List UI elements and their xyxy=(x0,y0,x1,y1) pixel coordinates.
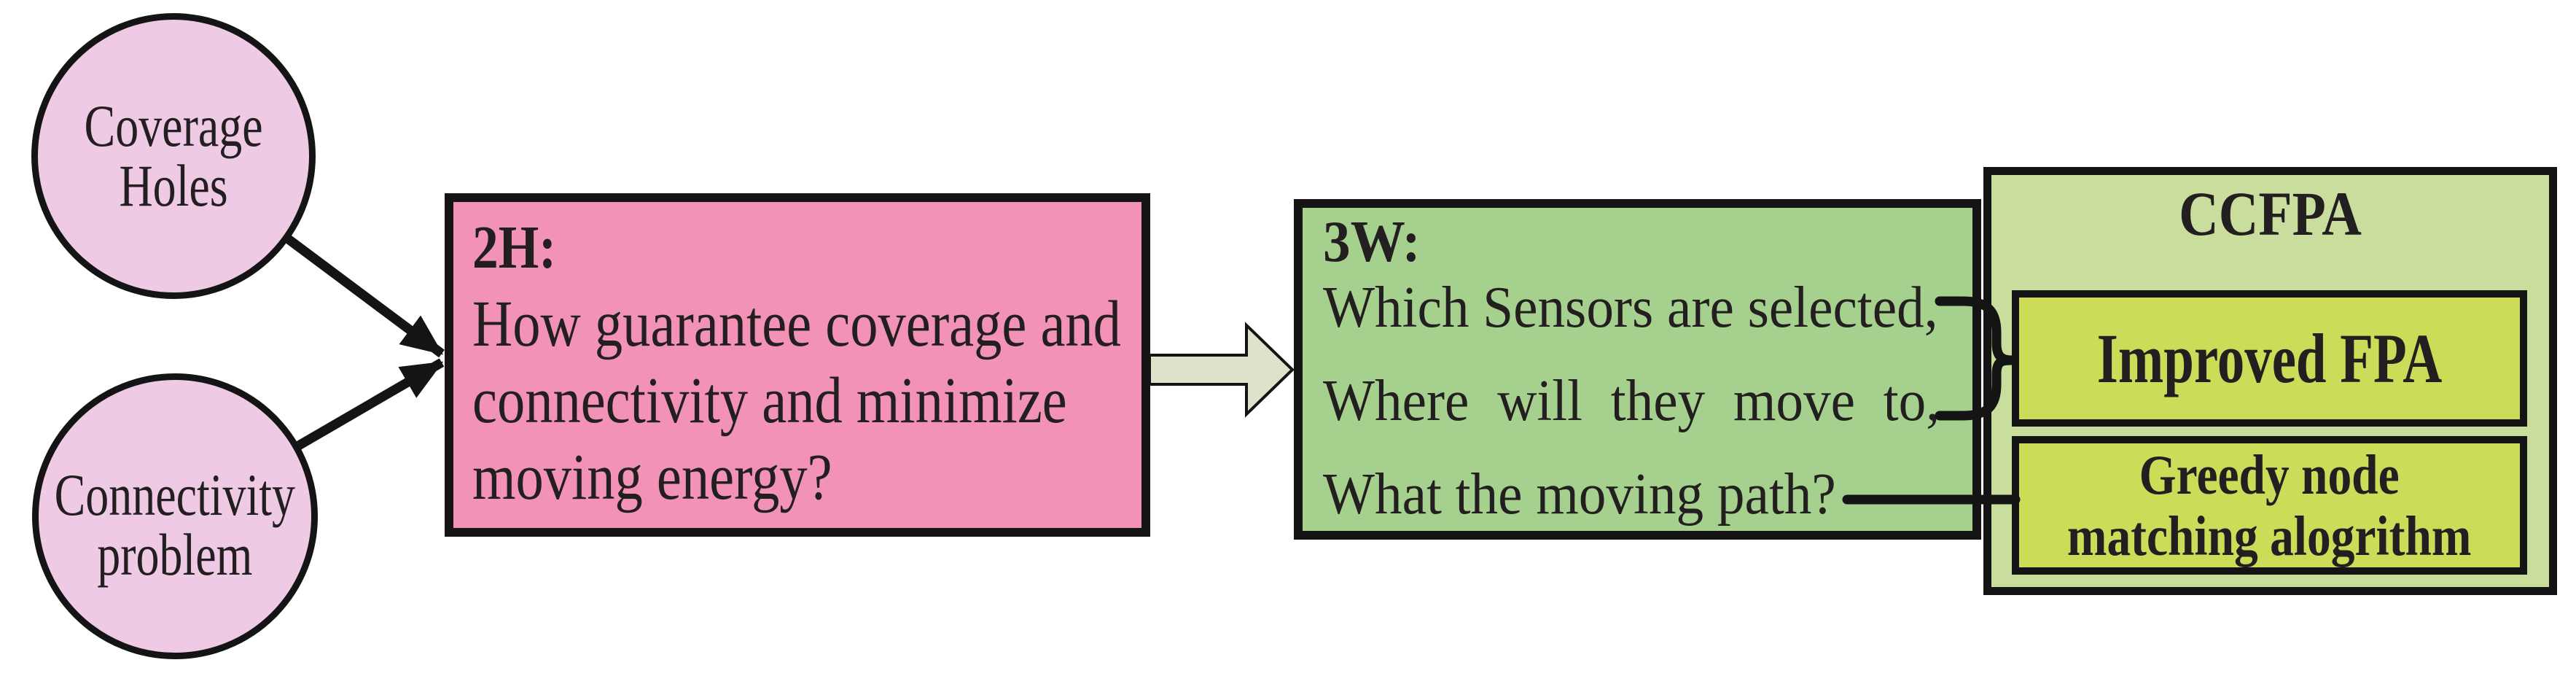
improved-fpa-label: Improved FPA xyxy=(2096,319,2443,397)
problem-box-heading: 2H: xyxy=(472,214,557,281)
flow-arrow xyxy=(1148,322,1295,418)
questions-box-heading: 3W: xyxy=(1323,210,1421,274)
questions-box-3w xyxy=(1294,199,1981,540)
connectivity-problem-label: Connectivity problem xyxy=(54,462,296,588)
connectivity-arrow xyxy=(294,358,445,451)
greedy-matching-box: Greedy node matching alogrithm xyxy=(2012,436,2527,575)
problem-box-2h xyxy=(445,193,1150,537)
problem-box-body: How guarantee coverage and connectivity … xyxy=(472,288,1121,513)
improved-fpa-box: Improved FPA xyxy=(2012,290,2527,427)
questions-box-body: Which Sensors are selected, Where will t… xyxy=(1323,261,1940,541)
question-line-where: Where will they move to, xyxy=(1323,369,1940,433)
brace-upper-connector xyxy=(1935,296,2018,365)
coverage-holes-label: Coverage Holes xyxy=(84,93,263,219)
problem-box-text: 2H: How guarantee coverage and connectiv… xyxy=(472,209,1121,516)
coverage-arrow xyxy=(284,233,445,358)
greedy-matching-label: Greedy node matching alogrithm xyxy=(2067,443,2472,567)
connectivity-problem-node: Connectivity problem xyxy=(32,373,318,659)
question-line-what: What the moving path? xyxy=(1323,462,1836,527)
question-line-which: Which Sensors are selected, xyxy=(1323,276,1938,340)
ccfpa-title: CCFPA xyxy=(2179,179,2362,249)
brace-lower-connector xyxy=(1935,355,2018,421)
coverage-holes-node: Coverage Holes xyxy=(31,13,316,299)
